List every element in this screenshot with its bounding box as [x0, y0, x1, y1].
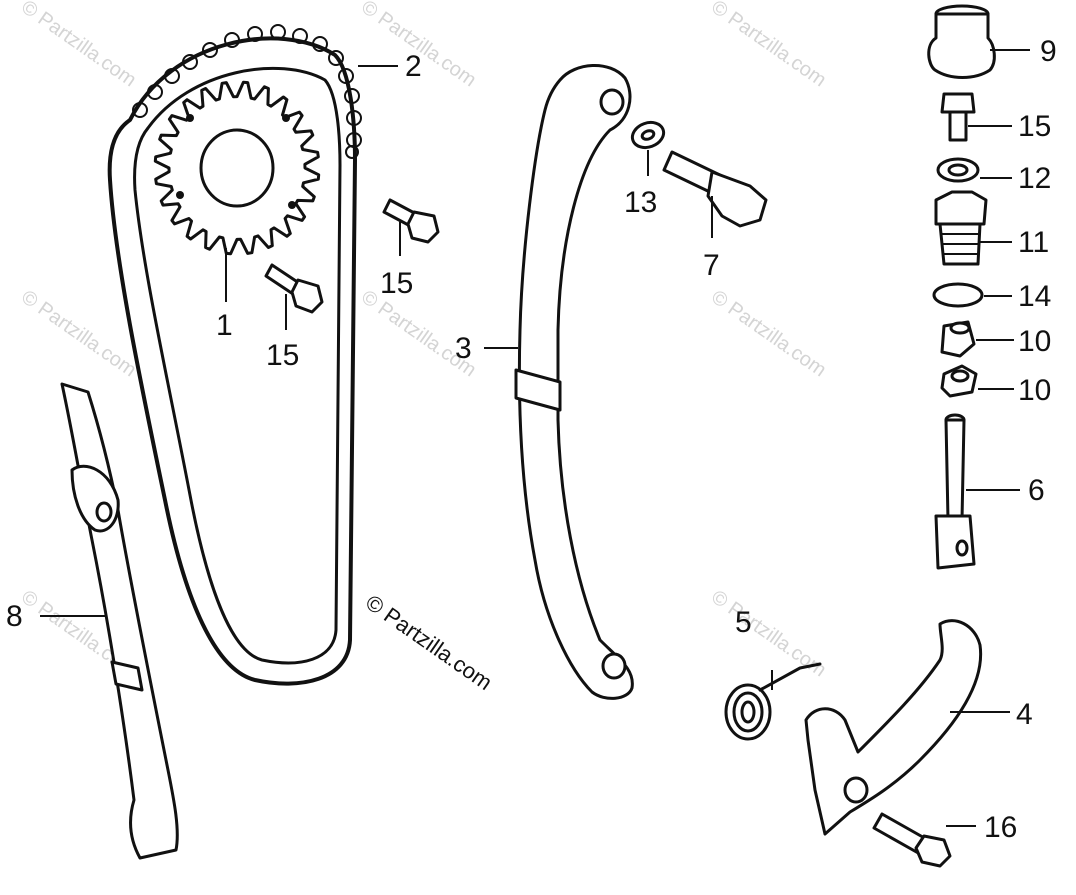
callout-15b: 15: [380, 267, 413, 300]
tensioner-wedge-2[interactable]: [940, 364, 978, 398]
callout-8: 8: [6, 600, 23, 633]
callout-6: 6: [1028, 474, 1045, 507]
callout-7: 7: [703, 249, 720, 282]
callout-14: 14: [1018, 280, 1051, 313]
callout-13: 13: [624, 186, 657, 219]
cam-sprocket[interactable]: [153, 80, 321, 256]
watermark: © Partzilla.com: [17, 286, 140, 381]
tensioner-wedge-1[interactable]: [940, 320, 976, 358]
arm-bolt[interactable]: [872, 812, 952, 868]
callout-12: 12: [1018, 162, 1051, 195]
watermark: © Partzilla.com: [17, 0, 140, 91]
tensioner-shaft[interactable]: [934, 413, 976, 570]
callout-15c: 15: [266, 339, 299, 372]
chain-tensioner-guide[interactable]: [60, 382, 179, 860]
callout-3: 3: [455, 332, 472, 365]
callout-10a: 10: [1018, 325, 1051, 358]
leader-lines: [40, 49, 1030, 827]
callout-10b: 10: [1018, 374, 1051, 407]
callout-5: 5: [735, 606, 752, 639]
sprocket-bolt-1[interactable]: [264, 263, 324, 314]
callout-4: 4: [1016, 698, 1033, 731]
callout-2: 2: [405, 50, 422, 83]
watermark: © Partzilla.com: [707, 0, 830, 91]
chain-guide[interactable]: [514, 64, 634, 700]
tensioner-bolt[interactable]: [940, 92, 976, 142]
callout-15a: 15: [1018, 110, 1051, 143]
tensioner-arm[interactable]: [804, 619, 983, 836]
callout-1: 1: [216, 309, 233, 342]
tensioner-body[interactable]: [934, 190, 988, 266]
callout-9: 9: [1040, 35, 1057, 68]
sealing-washer[interactable]: [936, 157, 980, 183]
copyright-text: © Partzilla.com: [361, 590, 497, 696]
pivot-bolt[interactable]: [662, 150, 768, 228]
tensioner-cap[interactable]: [927, 4, 996, 79]
washer[interactable]: [629, 118, 667, 151]
watermark: © Partzilla.com: [707, 286, 830, 381]
tensioner-spring[interactable]: [724, 662, 822, 741]
sprocket-bolt-2[interactable]: [382, 198, 440, 244]
callouts: 1 2 3 4 5 6 7 8 9 10 10 11 12 13 14 15 1…: [6, 35, 1057, 844]
callout-11: 11: [1018, 226, 1049, 259]
callout-16: 16: [984, 811, 1017, 844]
o-ring[interactable]: [932, 282, 984, 308]
